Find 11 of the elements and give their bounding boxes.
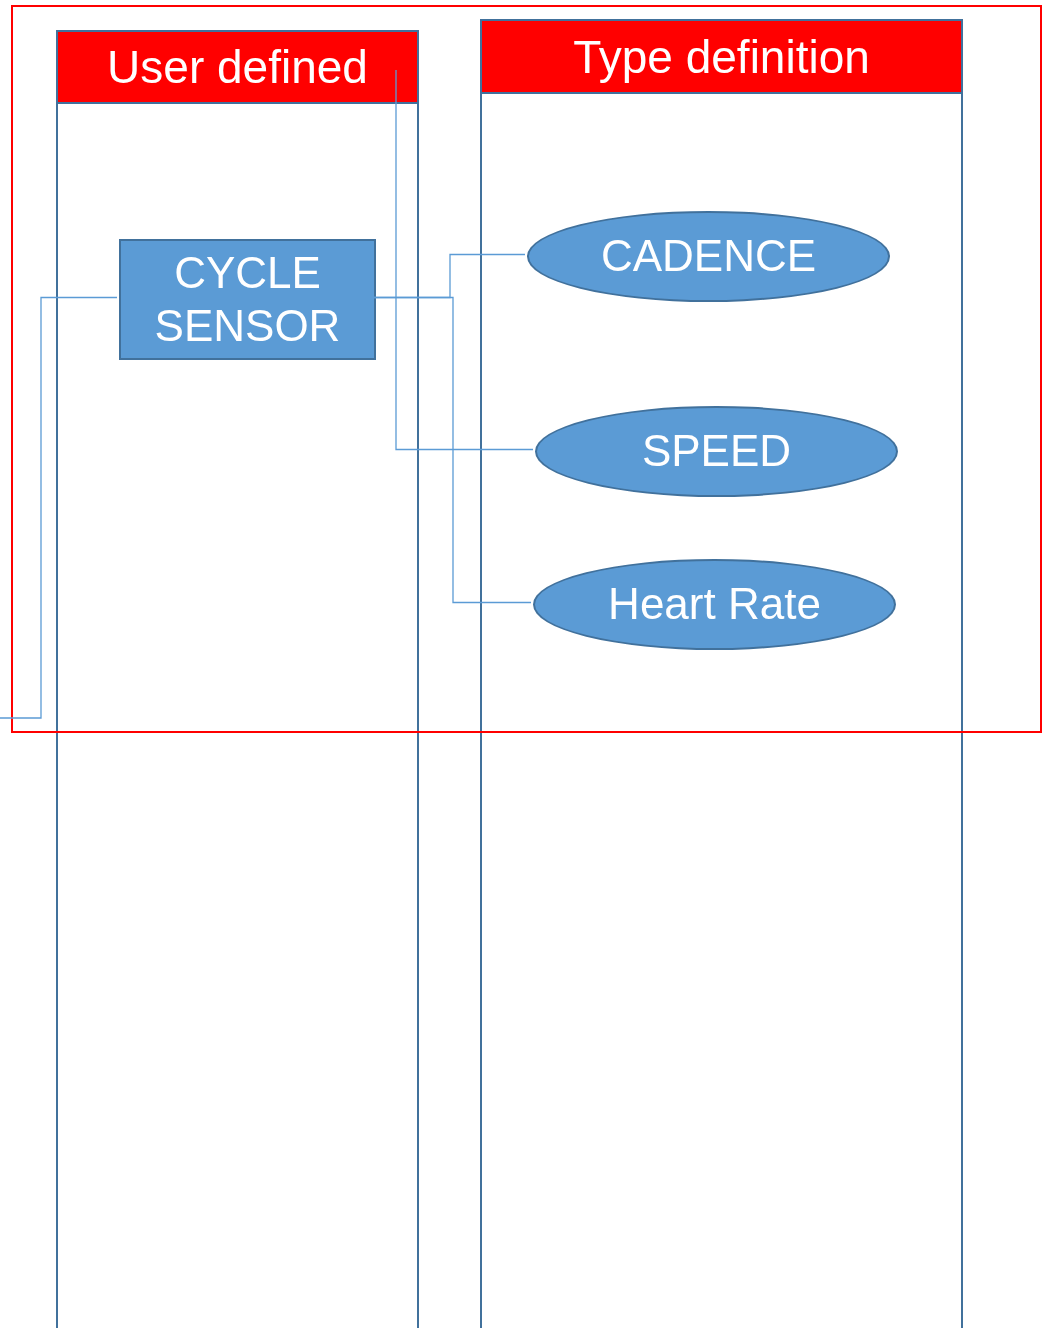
connector-line xyxy=(373,296,532,604)
lane-header: User defined xyxy=(56,30,419,104)
ellipse-node: CADENCE xyxy=(527,211,890,302)
swimlane xyxy=(480,19,963,1328)
connector-line xyxy=(395,69,534,451)
lane-header: Type definition xyxy=(480,19,963,94)
ellipse-node: SPEED xyxy=(535,406,898,497)
connector-line xyxy=(0,296,118,719)
ellipse-node: Heart Rate xyxy=(533,559,896,650)
swimlane xyxy=(56,30,419,1328)
process-box: CYCLE SENSOR xyxy=(119,239,376,360)
